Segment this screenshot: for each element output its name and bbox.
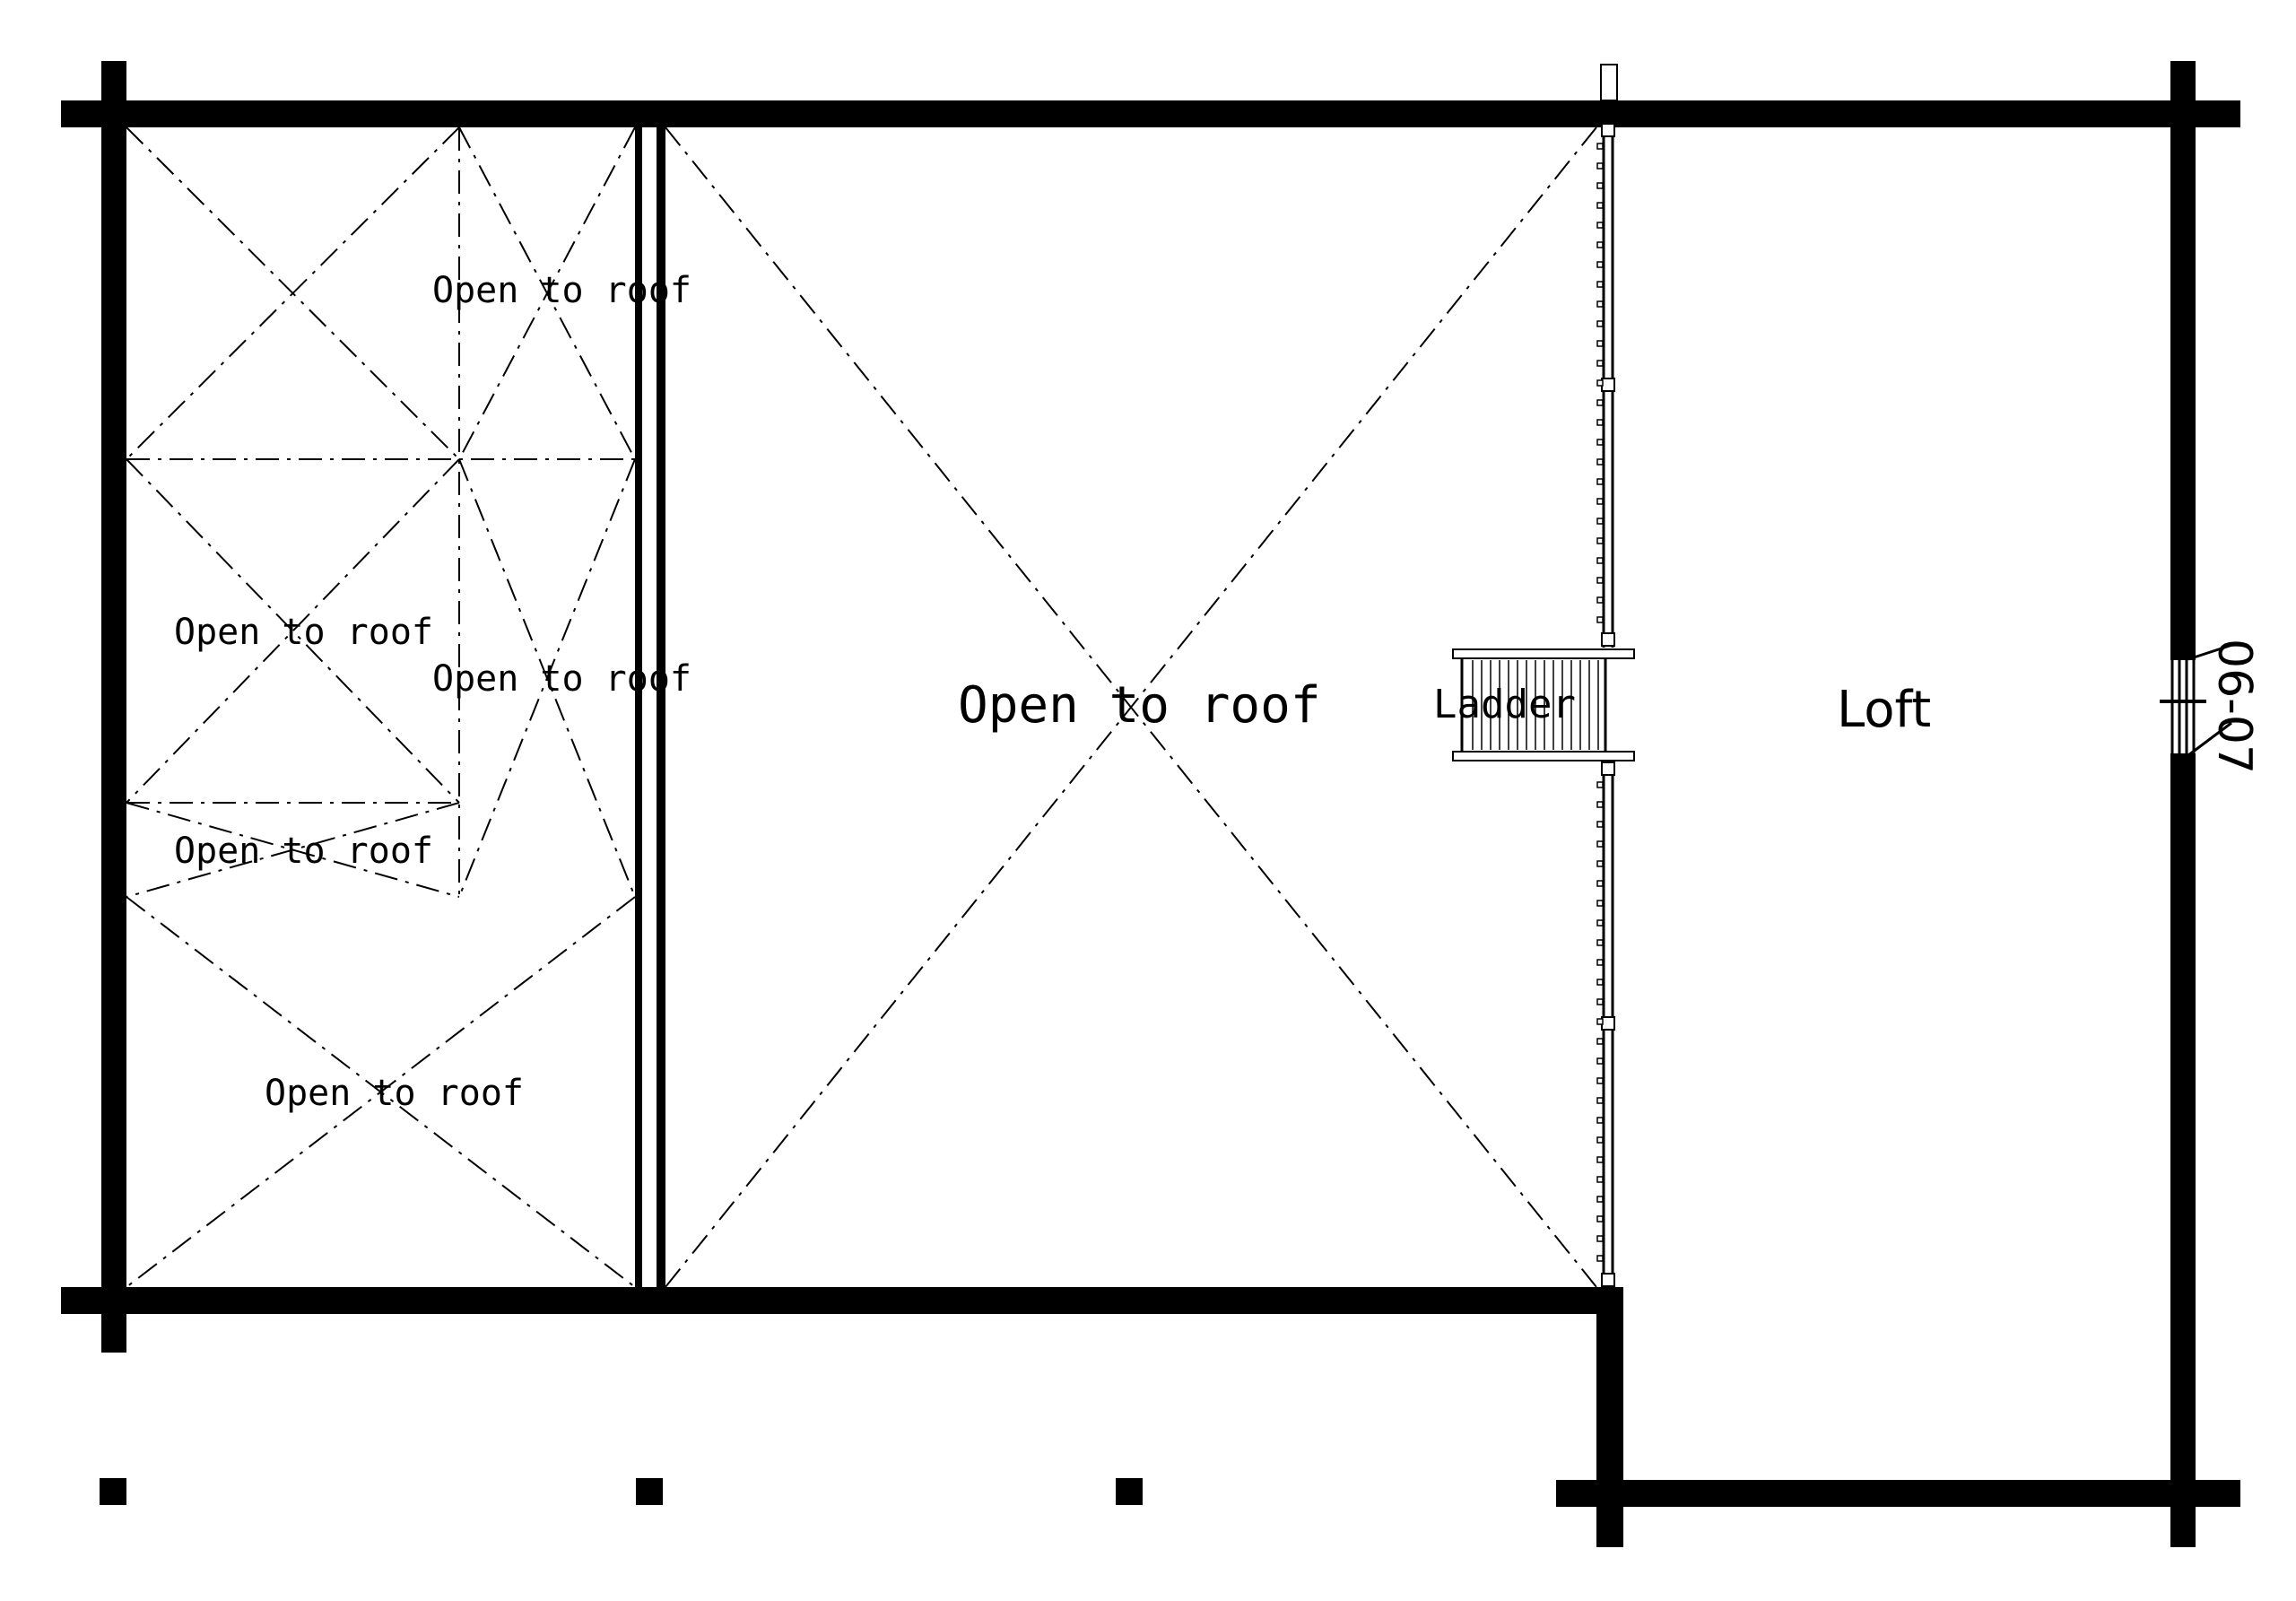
walls	[61, 61, 2240, 1547]
baluster	[1596, 1136, 1604, 1144]
baluster	[1596, 1077, 1604, 1084]
loft-railing	[1596, 64, 1618, 1287]
baluster	[1596, 1176, 1604, 1183]
right-wall-lower	[2170, 753, 2196, 1547]
baluster	[1596, 880, 1604, 887]
label-open-to-roof-small: Open to roof	[174, 831, 433, 872]
baluster	[1596, 1215, 1604, 1223]
baluster	[1596, 281, 1604, 288]
baluster	[1596, 419, 1604, 426]
baluster	[1596, 222, 1604, 229]
baluster	[1596, 458, 1604, 466]
left-wall	[101, 61, 126, 1353]
baluster	[1596, 1156, 1604, 1163]
baluster	[1596, 979, 1604, 986]
baluster	[1596, 939, 1604, 946]
baluster	[1596, 1235, 1604, 1242]
baluster	[1596, 840, 1604, 848]
bottom-right-wall	[1556, 1480, 2240, 1507]
baluster	[1596, 518, 1604, 525]
baluster	[1596, 821, 1604, 828]
baluster	[1596, 340, 1604, 347]
partition-wall-a	[635, 126, 642, 1288]
baluster	[1596, 1038, 1604, 1045]
column-pad-2	[636, 1478, 663, 1505]
baluster	[1596, 1057, 1604, 1065]
baluster	[1596, 537, 1604, 544]
baluster	[1596, 498, 1604, 505]
baluster	[1596, 1196, 1604, 1203]
baluster	[1596, 801, 1604, 808]
baluster	[1596, 900, 1604, 907]
label-open-to-roof-mid-left: Open to roof	[174, 612, 433, 653]
column-pad-1	[100, 1478, 126, 1505]
baluster	[1596, 557, 1604, 564]
corner-post-top-right	[2170, 61, 2196, 126]
baluster	[1596, 202, 1604, 209]
baluster	[1596, 616, 1604, 623]
label-open-to-roof-main: Open to roof	[958, 676, 1321, 735]
baluster	[1596, 1018, 1604, 1025]
baluster	[1596, 1097, 1604, 1104]
label-open-to-roof-bottom: Open to roof	[265, 1073, 524, 1114]
baluster	[1596, 182, 1604, 189]
baluster	[1596, 241, 1604, 248]
window-right	[2160, 642, 2236, 762]
baluster	[1596, 1255, 1604, 1262]
baluster	[1596, 300, 1604, 308]
partition-wall-b	[657, 126, 665, 1288]
baluster	[1596, 860, 1604, 867]
baluster	[1596, 320, 1604, 327]
top-wall	[61, 100, 2240, 127]
baluster	[1596, 379, 1604, 387]
room-labels: Open to roof Open to roof Open to roof O…	[174, 270, 2261, 1114]
right-wall-upper	[2170, 61, 2196, 660]
baluster	[1596, 959, 1604, 966]
baluster	[1596, 577, 1604, 584]
label-window-code: 06-07	[2207, 639, 2261, 774]
label-open-to-roof-mid-right: Open to roof	[432, 658, 691, 700]
label-loft: Loft	[1837, 681, 1931, 739]
baluster	[1596, 399, 1604, 406]
baluster	[1596, 360, 1604, 367]
baluster	[1596, 478, 1604, 485]
baluster	[1596, 596, 1604, 604]
baluster	[1596, 261, 1604, 268]
label-ladder: Ladder	[1433, 682, 1576, 727]
baluster	[1596, 162, 1604, 170]
baluster	[1596, 998, 1604, 1005]
baluster	[1596, 781, 1604, 788]
lower-left-wall	[61, 1287, 1623, 1314]
corner-post-top-left	[101, 61, 126, 126]
step-wall	[1596, 1287, 1623, 1547]
baluster	[1596, 439, 1604, 446]
baluster	[1596, 1117, 1604, 1124]
label-open-to-roof-top: Open to roof	[432, 270, 691, 311]
baluster	[1596, 143, 1604, 150]
open-to-roof-lines	[126, 126, 1597, 1288]
column-pad-3	[1116, 1478, 1143, 1505]
baluster	[1596, 919, 1604, 927]
ladder	[1452, 648, 1635, 761]
